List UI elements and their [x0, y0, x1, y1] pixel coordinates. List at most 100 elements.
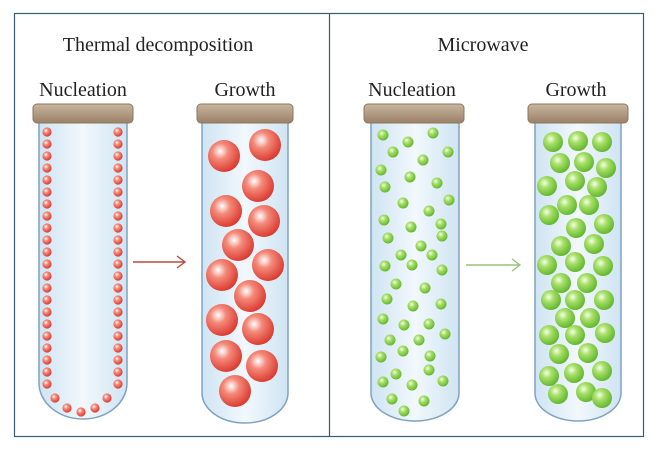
grown-particle [539, 325, 559, 345]
nucleus-particle [406, 379, 418, 391]
nucleus-particle [42, 199, 52, 209]
nucleus-particle [437, 375, 449, 387]
grown-particle [246, 350, 278, 382]
nucleus-particle [375, 164, 387, 176]
grown-particle [564, 363, 584, 383]
arrow-microwave [466, 258, 522, 272]
grown-particle [210, 340, 242, 372]
nucleus-particle [113, 259, 123, 269]
nucleus-particle [42, 283, 52, 293]
nucleus-particle [42, 247, 52, 257]
grown-particle [593, 256, 613, 276]
nucleus-particle [113, 127, 123, 137]
nucleus-particle [102, 393, 112, 403]
grown-particle [566, 218, 586, 238]
grown-particle [249, 129, 281, 161]
nucleus-particle [413, 334, 425, 346]
grown-particle [252, 249, 284, 281]
nucleus-particle [113, 355, 123, 365]
grown-particle [539, 205, 559, 225]
nucleus-particle [42, 343, 52, 353]
nucleus-particle [50, 393, 60, 403]
nucleus-particle [442, 146, 454, 158]
grown-particle [594, 290, 614, 310]
grown-particle [543, 132, 563, 152]
nucleus-particle [90, 403, 100, 413]
nucleus-particle [404, 171, 416, 183]
grown-particle [576, 382, 596, 402]
grown-particle [242, 313, 274, 345]
grown-particle [592, 388, 612, 408]
panel-title-thermal: Thermal decomposition [63, 34, 254, 56]
grown-particle [222, 229, 254, 261]
stage-label-nucleation-microwave: Nucleation [368, 79, 456, 101]
grown-particle [565, 171, 585, 191]
nucleus-particle [113, 283, 123, 293]
test-tube-microwave-nucleation [363, 103, 465, 422]
nucleus-particle [113, 163, 123, 173]
test-tube-thermal-growth [196, 103, 294, 424]
nucleus-particle [42, 175, 52, 185]
nucleus-particle [387, 146, 399, 158]
nucleus-particle [76, 407, 86, 417]
nucleus-particle [435, 218, 447, 230]
grown-particle [565, 252, 585, 272]
grown-particle [537, 176, 557, 196]
grown-particle [595, 323, 615, 343]
nucleus-particle [42, 163, 52, 173]
nucleus-particle [113, 175, 123, 185]
grown-particle [242, 170, 274, 202]
nucleus-particle [427, 127, 439, 139]
nucleus-particle [405, 221, 417, 233]
grown-particle [549, 344, 569, 364]
grown-particle [208, 140, 240, 172]
nucleus-particle [418, 395, 430, 407]
grown-particle [234, 280, 266, 312]
tube-cap [363, 103, 465, 124]
grown-particle [577, 273, 597, 293]
grown-particle [537, 255, 557, 275]
nucleus-particle [42, 223, 52, 233]
nucleus-particle [42, 319, 52, 329]
nucleus-particle [419, 282, 431, 294]
nucleus-particle [415, 240, 427, 252]
nucleus-particle [386, 393, 398, 405]
grown-particle [579, 195, 599, 215]
nucleus-particle [113, 139, 123, 149]
nucleus-particle [382, 232, 394, 244]
nucleus-particle [375, 351, 387, 363]
nucleus-particle [426, 249, 438, 261]
grown-particle [219, 375, 251, 407]
tube-cap [196, 103, 294, 124]
test-tube-thermal-nucleation [32, 103, 134, 420]
nucleus-particle [113, 247, 123, 257]
grown-particle [594, 214, 614, 234]
nucleus-particle [423, 318, 435, 330]
nucleus-particle [42, 139, 52, 149]
nucleus-particle [398, 319, 410, 331]
nucleus-particle [379, 260, 391, 272]
grown-particle [596, 158, 616, 178]
nucleus-particle [42, 379, 52, 389]
nucleus-particle [62, 403, 72, 413]
grown-particle [574, 152, 594, 172]
grown-particle [206, 259, 238, 291]
grown-particle [550, 153, 570, 173]
grown-particle [555, 308, 575, 328]
nucleus-particle [42, 271, 52, 281]
test-tube-microwave-growth [527, 103, 629, 422]
nucleus-particle [42, 355, 52, 365]
grown-particle [557, 195, 577, 215]
nucleus-particle [113, 379, 123, 389]
nucleus-particle [42, 307, 52, 317]
nucleus-particle [436, 230, 448, 242]
grown-particle [539, 366, 559, 386]
stage-label-nucleation-thermal: Nucleation [39, 79, 127, 101]
grown-particle [206, 304, 238, 336]
nucleus-particle [42, 187, 52, 197]
nucleus-particle [113, 331, 123, 341]
panel-title-microwave: Microwave [437, 34, 528, 56]
nucleus-particle [113, 343, 123, 353]
nucleus-particle [42, 367, 52, 377]
